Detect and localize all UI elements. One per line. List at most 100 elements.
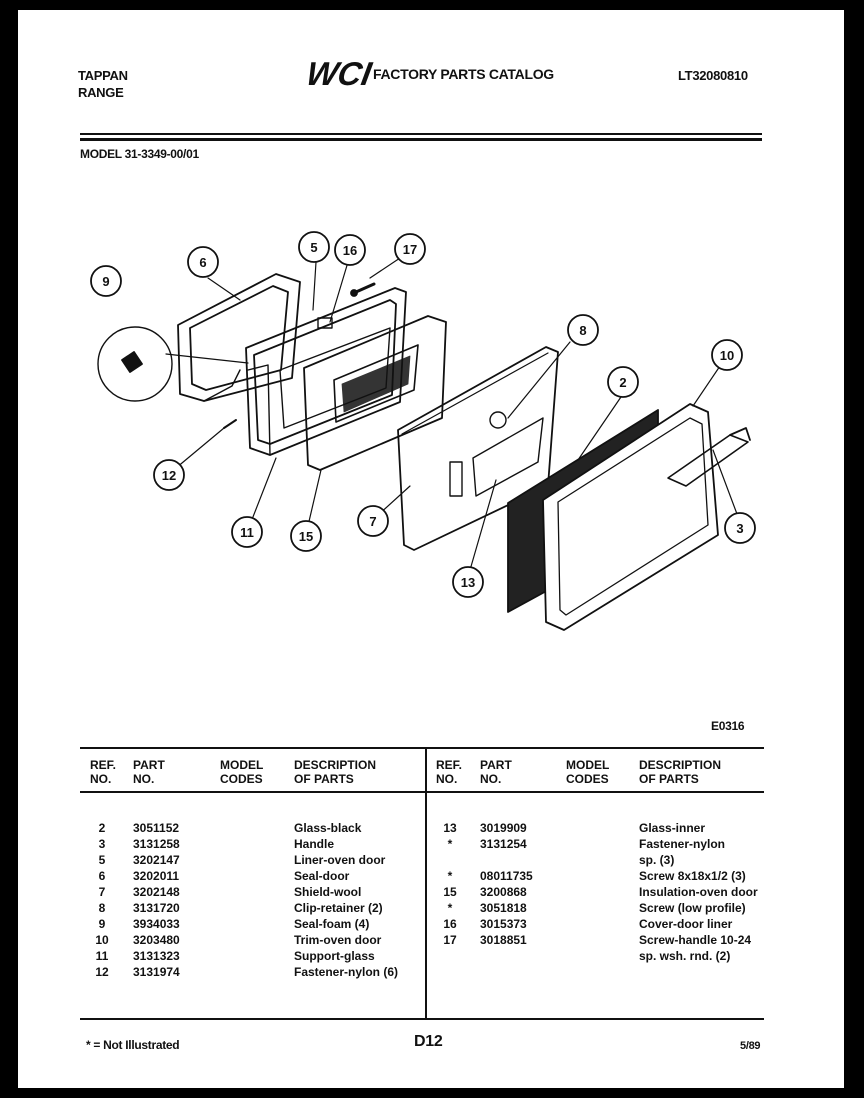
svg-text:2: 2	[619, 375, 626, 390]
cell-ref: 2	[98, 821, 106, 835]
cell-desc: sp. (3)	[639, 853, 675, 867]
cell-desc: Support-glass	[294, 949, 375, 963]
part-insulation	[303, 315, 447, 471]
cell-part: 3131720	[133, 901, 180, 915]
cell-desc: Insulation-oven door	[639, 885, 758, 899]
svg-text:16: 16	[343, 243, 357, 258]
cell-desc: Cover-door liner	[639, 917, 733, 931]
cell-ref: *	[447, 901, 453, 915]
cell-ref: *	[447, 837, 453, 851]
svg-text:5: 5	[310, 240, 317, 255]
cell-desc: Screw (low profile)	[639, 901, 746, 915]
cell-desc: Seal-door	[294, 869, 350, 883]
cell-desc: Screw 8x18x1/2 (3)	[639, 869, 746, 883]
part-seal-door	[177, 273, 301, 402]
exploded-diagram: 9 6 5 16 17 8 10 2 12 11 15 7 13 3	[90, 231, 756, 631]
cell-ref: 13	[443, 821, 457, 835]
part-trim-oven-door	[542, 403, 719, 631]
callout-5: 5	[298, 231, 330, 263]
diagram-code: E0316	[711, 719, 745, 733]
cell-ref: 16	[443, 917, 457, 931]
cell-part: 3202011	[133, 869, 180, 883]
cell-part: 3015373	[480, 917, 527, 931]
cell-ref: *	[447, 869, 453, 883]
callout-10: 10	[711, 339, 743, 371]
cell-desc: Glass-black	[294, 821, 362, 835]
brand-name: TAPPAN	[78, 68, 128, 83]
cell-part: 3019909	[480, 821, 527, 835]
cell-part: 3131323	[133, 949, 180, 963]
callout-16: 16	[334, 234, 366, 266]
callout-12: 12	[153, 459, 185, 491]
cell-desc: sp. wsh. rnd. (2)	[639, 949, 731, 963]
cell-part: 3131254	[480, 837, 527, 851]
cell-ref: 6	[98, 869, 106, 883]
table-rule-top	[80, 747, 764, 749]
logo-text: WCI	[308, 56, 375, 90]
part-screw-handle	[350, 282, 376, 297]
cell-part: 3131974	[133, 965, 180, 979]
cell-ref: 15	[443, 885, 457, 899]
callout-17: 17	[394, 233, 426, 265]
cell-part: 3051818	[480, 901, 527, 915]
model-number: MODEL 31-3349-00/01	[80, 147, 199, 161]
table-rule-header	[80, 791, 764, 793]
table-rule-bottom	[80, 1018, 764, 1020]
cell-ref: 7	[98, 885, 106, 899]
cell-part: 3131258	[133, 837, 180, 851]
header-ref-right: REF.NO.	[436, 758, 463, 786]
cell-desc: Shield-wool	[294, 885, 362, 899]
callout-13: 13	[452, 566, 484, 598]
callout-8: 8	[567, 314, 599, 346]
callout-7: 7	[357, 505, 389, 537]
svg-text:9: 9	[102, 274, 109, 289]
cell-ref: 10	[95, 933, 109, 947]
svg-text:12: 12	[162, 468, 176, 483]
cell-desc: Screw-handle 10-24	[639, 933, 752, 947]
print-date: 5/89	[740, 1040, 761, 1052]
cell-part: 3200868	[480, 885, 527, 899]
table-divider	[425, 747, 427, 1020]
cell-part: 3051152	[133, 821, 180, 835]
svg-text:11: 11	[240, 525, 254, 540]
svg-text:8: 8	[579, 323, 586, 338]
cell-desc: Fastener-nylon	[639, 837, 726, 851]
cell-desc: Trim-oven door	[294, 933, 382, 947]
footnote: * = Not Illustrated	[86, 1038, 180, 1052]
callout-2: 2	[607, 366, 639, 398]
cell-desc: Clip-retainer (2)	[294, 901, 383, 915]
cell-desc: Fastener-nylon (6)	[294, 965, 399, 979]
part-handle	[667, 427, 751, 487]
callout-3: 3	[724, 512, 756, 544]
cell-ref: 17	[443, 933, 457, 947]
catalog-title: FACTORY PARTS CATALOG	[373, 66, 554, 82]
catalog-page: TAPPAN RANGE WCI FACTORY PARTS CATALOG L…	[18, 10, 844, 1088]
cell-ref: 12	[95, 965, 109, 979]
header-rule-bottom	[80, 138, 762, 141]
cell-part: 3934033	[133, 917, 180, 931]
cell-part: 3203480	[133, 933, 180, 947]
part-fastener	[223, 419, 237, 429]
cell-part: 3202148	[133, 885, 180, 899]
svg-text:13: 13	[461, 575, 475, 590]
cell-desc: Seal-foam (4)	[294, 917, 370, 931]
svg-text:15: 15	[299, 529, 313, 544]
cell-part: 08011735	[480, 869, 533, 883]
cell-desc: Handle	[294, 837, 335, 851]
cell-ref: 3	[98, 837, 106, 851]
cell-ref: 8	[98, 901, 106, 915]
callout-15: 15	[290, 520, 322, 552]
cell-ref: 5	[98, 853, 106, 867]
svg-text:3: 3	[736, 521, 743, 536]
header-rule-top	[80, 133, 762, 135]
cell-part: 3018851	[480, 933, 527, 947]
svg-text:6: 6	[199, 255, 206, 270]
cell-ref: 11	[95, 949, 109, 963]
svg-text:10: 10	[720, 348, 734, 363]
